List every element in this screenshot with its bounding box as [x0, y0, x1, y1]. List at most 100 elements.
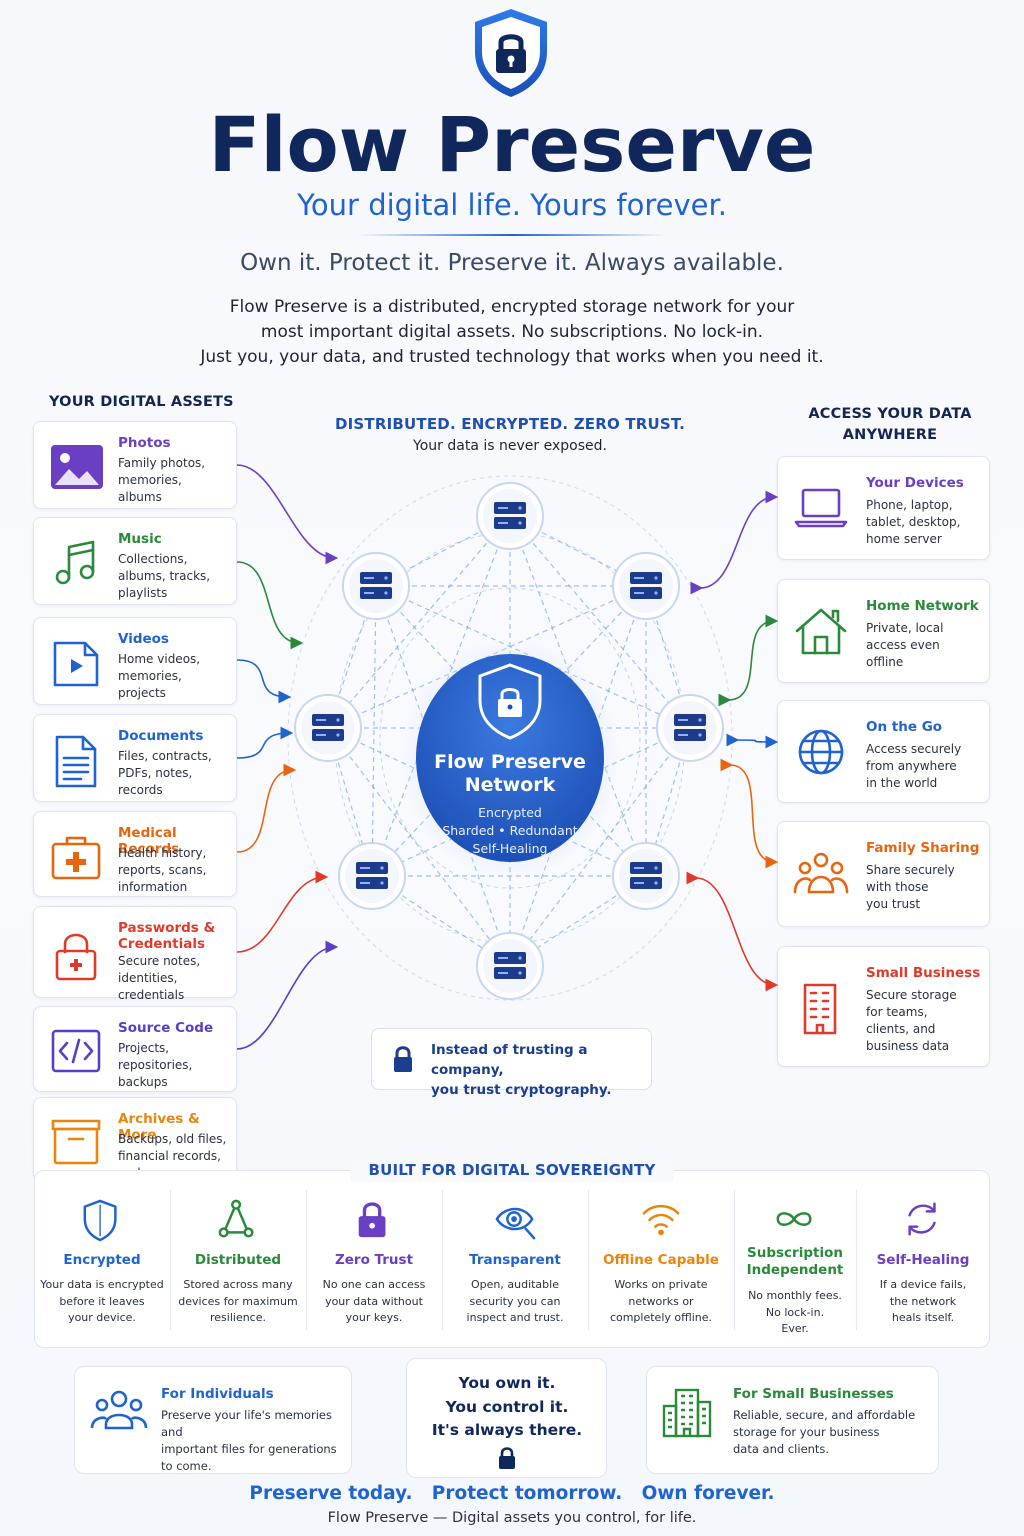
- feature-divider: [588, 1190, 589, 1330]
- feature-title: Offline Capable: [588, 1252, 734, 1269]
- asset-desc: Secure notes,identities,credentials: [118, 953, 236, 1004]
- access-desc-line: Private, local: [866, 621, 944, 635]
- feature-desc-line: Your data is encrypted: [40, 1278, 164, 1291]
- core-title-line: Flow Preserve: [434, 751, 586, 773]
- tagline-divider: [357, 234, 667, 236]
- feature-desc-line: completely offline.: [609, 1311, 713, 1324]
- image-icon: [51, 445, 103, 489]
- asset-desc: Family photos,memories,albums: [118, 455, 236, 506]
- eye-icon: [495, 1207, 536, 1240]
- intro-line: most important digital assets. No subscr…: [260, 322, 764, 342]
- feature-title-line: Distributed: [194, 1252, 282, 1268]
- asset-desc-line: PDFs, notes,: [118, 766, 193, 780]
- intro-line: Flow Preserve is a distributed, encrypte…: [229, 297, 795, 317]
- asset-desc-line: backups: [118, 1075, 168, 1089]
- feature-desc-line: security you can: [469, 1294, 561, 1308]
- sync-icon: [908, 1202, 936, 1236]
- feature-title: Self-Healing: [856, 1252, 990, 1269]
- feature-divider: [170, 1190, 171, 1330]
- music-note-icon: [55, 540, 95, 585]
- server-node-icon: [338, 842, 406, 910]
- access-title: Small Business: [866, 965, 981, 981]
- server-node-icon: [612, 552, 680, 620]
- feature-desc-line: the network: [889, 1294, 957, 1308]
- feature-desc: No monthly fees.No lock-in.Ever.: [734, 1288, 856, 1338]
- core-sub-line: Self-Healing: [472, 841, 548, 856]
- asset-desc: Collections,albums, tracks,playlists: [118, 551, 236, 602]
- network-nodes: [294, 482, 724, 1000]
- intro-line: Just you, your data, and trusted technol…: [200, 347, 824, 367]
- video-icon: [53, 641, 99, 687]
- feature-divider: [442, 1190, 443, 1330]
- globe-icon: [798, 729, 844, 774]
- asset-desc-line: Files, contracts,: [118, 749, 212, 763]
- ownership-line: You own it.: [458, 1374, 556, 1392]
- wifi-icon: [642, 1204, 680, 1236]
- ownership-line: You control it.: [445, 1397, 569, 1416]
- feature-desc-line: Works on private: [614, 1278, 708, 1291]
- footer-line: Flow Preserve — Digital assets you contr…: [327, 1510, 697, 1526]
- access-desc-line: in the world: [866, 776, 938, 790]
- asset-title: Source Code: [118, 1020, 214, 1036]
- access-desc-line: Access securely: [866, 742, 962, 756]
- individuals-desc-line: to come.: [161, 1459, 212, 1473]
- access-title: On the Go: [866, 719, 943, 735]
- asset-title: Documents: [118, 728, 204, 744]
- feature-divider: [734, 1190, 735, 1330]
- asset-desc-line: albums: [118, 490, 162, 504]
- people-group-icon: [90, 1390, 148, 1430]
- feature-desc-line: networks or: [628, 1294, 694, 1308]
- padlock-icon: [55, 933, 97, 981]
- server-node-icon: [612, 842, 680, 910]
- core-sub-line: Encrypted: [478, 805, 542, 820]
- business-desc: Reliable, secure, and affordable storage…: [733, 1407, 933, 1458]
- asset-desc: Projects,repositories,backups: [118, 1040, 236, 1091]
- padlock-icon: [394, 1046, 412, 1072]
- access-desc-line: Phone, laptop,: [866, 498, 953, 512]
- asset-desc-line: projects: [118, 686, 166, 700]
- feature-desc-line: inspect and trust.: [466, 1311, 564, 1324]
- server-node-icon: [656, 694, 724, 762]
- feature-title: Transparent: [442, 1252, 588, 1269]
- network-link: [509, 515, 691, 729]
- tagline: Your digital life. Yours forever.: [297, 188, 727, 222]
- family-icon: [793, 852, 849, 894]
- shield-lock-logo-icon: [475, 9, 547, 97]
- feature-divider: [856, 1190, 857, 1330]
- core-sub-line: Sharded • Redundant: [442, 823, 578, 838]
- individuals-title: For Individuals: [161, 1386, 274, 1402]
- feature-title: Encrypted: [34, 1252, 170, 1269]
- subtitle: Own it. Protect it. Preserve it. Always …: [240, 250, 784, 276]
- access-desc-line: you trust: [866, 897, 921, 911]
- asset-desc-line: records: [118, 783, 163, 797]
- access-desc-line: home server: [866, 532, 942, 546]
- feature-desc-line: If a device fails,: [879, 1278, 967, 1291]
- asset-desc-line: financial records,: [118, 1149, 221, 1163]
- shield-icon: [83, 1199, 117, 1242]
- asset-title: Medical Records: [118, 825, 180, 857]
- asset-desc: Files, contracts, PDFs, notes, records: [118, 748, 236, 799]
- network-link: [327, 515, 511, 729]
- individuals-desc-line: Preserve your life's memories and: [161, 1408, 332, 1439]
